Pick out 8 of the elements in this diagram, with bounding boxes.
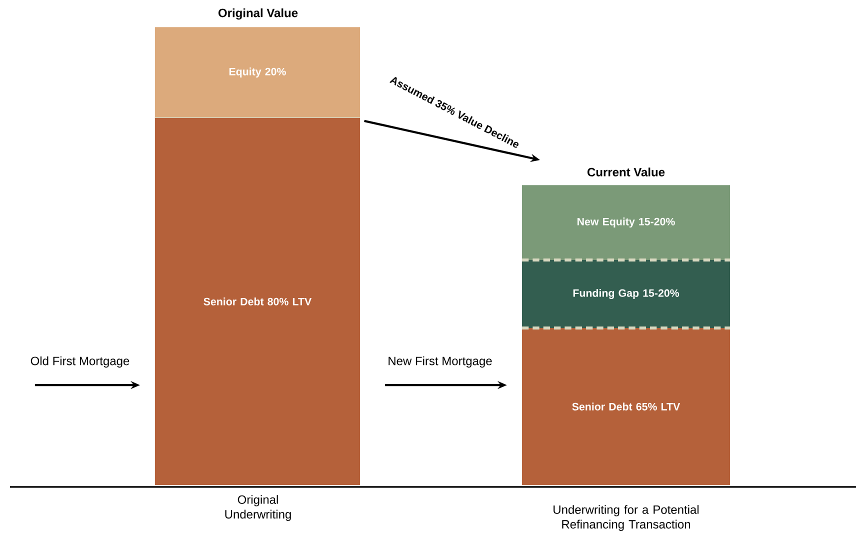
debt-segment: Senior Debt 65% LTV bbox=[522, 328, 730, 486]
edge-label: New First Mortgage bbox=[388, 356, 492, 368]
equity-segment: Equity 20% bbox=[154, 27, 360, 118]
equity-segment: New Equity 15-20% bbox=[522, 185, 730, 260]
gap-segment: Funding Gap 15-20% bbox=[522, 260, 730, 328]
edge-label: Old First Mortgage bbox=[30, 356, 130, 368]
axis-label: Underwriting for a Potential Refinancing Transaction bbox=[554, 505, 699, 531]
debt-segment: Senior Debt 80% LTV bbox=[154, 118, 360, 485]
